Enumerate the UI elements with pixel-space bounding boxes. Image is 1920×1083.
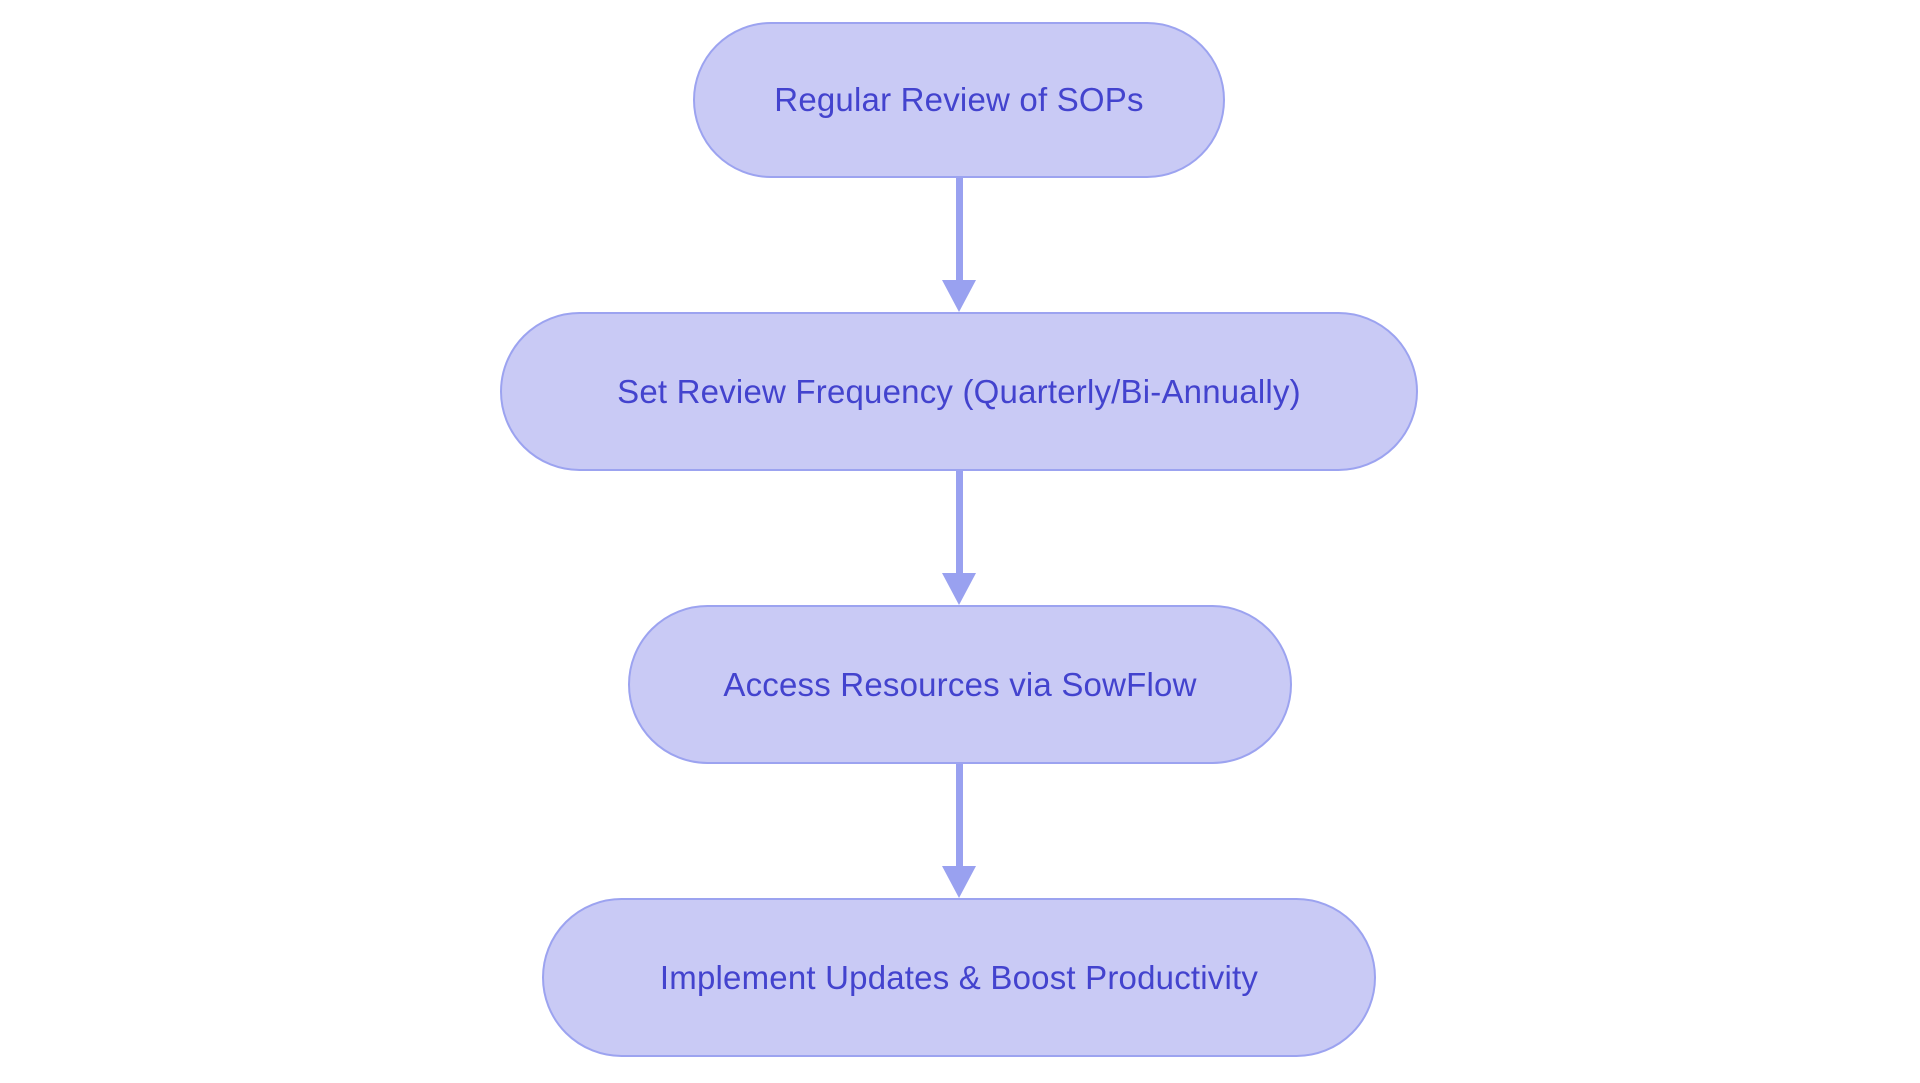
node-label: Set Review Frequency (Quarterly/Bi-Annua… bbox=[617, 372, 1301, 410]
arrow-connector bbox=[942, 764, 976, 898]
node-label: Implement Updates & Boost Productivity bbox=[659, 958, 1259, 996]
arrow-connector bbox=[942, 471, 976, 605]
arrow-line bbox=[955, 471, 963, 575]
flowchart-node-regular-review: Regular Review of SOPs bbox=[693, 22, 1225, 178]
flowchart-node-implement-updates: Implement Updates & Boost Productivity bbox=[542, 898, 1376, 1057]
flowchart-node-set-review-frequency: Set Review Frequency (Quarterly/Bi-Annua… bbox=[500, 312, 1418, 471]
arrow-line bbox=[955, 764, 963, 868]
arrow-line bbox=[955, 178, 963, 282]
flowchart-node-access-resources: Access Resources via SowFlow bbox=[628, 605, 1292, 764]
arrow-down-icon bbox=[942, 280, 976, 312]
arrow-connector bbox=[942, 178, 976, 312]
node-label: Access Resources via SowFlow bbox=[723, 665, 1197, 703]
node-label: Regular Review of SOPs bbox=[774, 81, 1144, 118]
arrow-down-icon bbox=[942, 573, 976, 605]
arrow-down-icon bbox=[942, 866, 976, 898]
